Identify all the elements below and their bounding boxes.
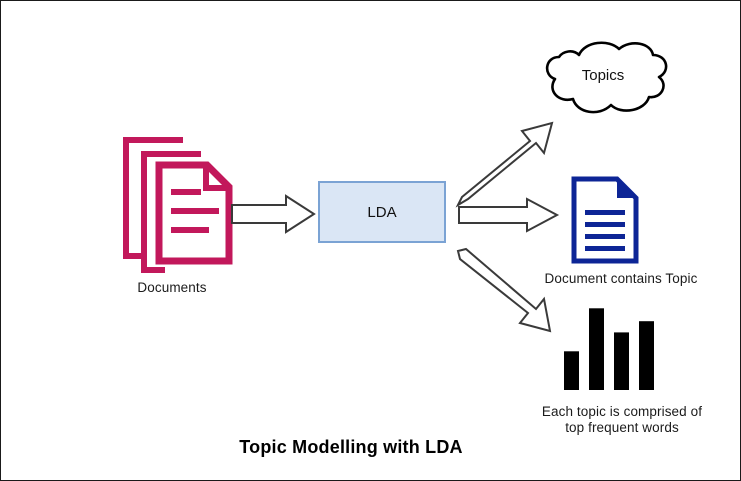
document-contains-topic-label: Document contains Topic [544,271,698,286]
arrow-lda-to-document [457,197,561,235]
lda-label: LDA [367,203,397,221]
arrow-lda-to-barchart [456,247,561,342]
documents-label: Documents [137,280,207,295]
frequent-words-label: Each topic is comprised of top frequent … [541,404,703,435]
cloud-icon: Topics [535,37,671,119]
bar-w4 [639,321,654,390]
document-stack-icon [117,131,233,273]
arrow-documents-to-lda [230,194,316,236]
topics-label: Topics [581,67,625,84]
bar-w2 [589,308,604,390]
document-icon [571,176,639,264]
bar-w1 [564,351,579,390]
lda-process-box[interactable]: LDA [318,181,446,243]
bar-chart-icon [564,304,660,390]
arrow-lda-to-topics [455,101,561,211]
diagram-title: Topic Modelling with LDA [239,437,463,457]
bar-w3 [614,332,629,390]
